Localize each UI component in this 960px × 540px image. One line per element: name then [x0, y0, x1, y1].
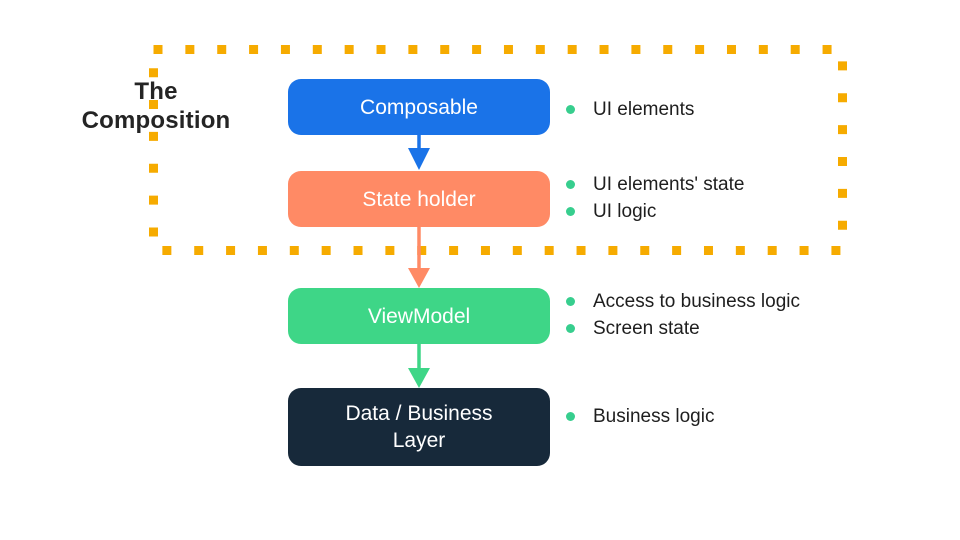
bullet-label: UI elements — [593, 98, 695, 120]
bullet-dot-icon — [566, 207, 575, 216]
box-viewmodel-label: ViewModel — [367, 304, 471, 328]
arrow-viewmodel-to-data-layer-icon — [408, 344, 430, 388]
arrow-state-holder-to-viewmodel-icon — [408, 226, 430, 288]
bullet-label: Business logic — [593, 405, 715, 427]
bullet-dot-icon — [566, 324, 575, 333]
bullets-viewmodel: Access to business logic Screen state — [566, 288, 800, 342]
bullet-item: UI elements — [566, 96, 694, 123]
bullet-item: Business logic — [566, 403, 714, 430]
box-data-business-layer: Data / Business Layer — [288, 388, 550, 466]
arrow-composable-to-state-holder-icon — [408, 133, 430, 170]
bullets-data-business-layer: Business logic — [566, 403, 714, 430]
bullet-dot-icon — [566, 180, 575, 189]
bullets-composable: UI elements — [566, 96, 694, 123]
bullet-label: UI elements' state — [593, 173, 745, 195]
box-composable-label: Composable — [360, 95, 478, 119]
bullet-item: UI logic — [566, 198, 744, 225]
bullet-item: UI elements' state — [566, 171, 744, 198]
bullet-dot-icon — [566, 297, 575, 306]
arrow-head — [408, 148, 430, 170]
box-state-holder-label: State holder — [362, 187, 476, 211]
arrow-head — [408, 268, 430, 288]
box-data-business-layer-label: Data / Business Layer — [345, 402, 493, 452]
bullet-label: Screen state — [593, 317, 700, 339]
bullets-state-holder: UI elements' state UI logic — [566, 171, 744, 225]
bullet-dot-icon — [566, 105, 575, 114]
diagram-title-line1: The — [134, 78, 178, 105]
box-viewmodel: ViewModel — [288, 288, 550, 344]
box-composable: Composable — [288, 79, 550, 135]
bullet-item: Screen state — [566, 315, 800, 342]
bullet-label: Access to business logic — [593, 290, 800, 312]
bullet-label: UI logic — [593, 200, 657, 222]
bullet-dot-icon — [566, 412, 575, 421]
diagram-title: The Composition — [56, 77, 256, 135]
arrow-head — [408, 368, 430, 388]
diagram-title-line2: Composition — [81, 107, 231, 134]
box-state-holder: State holder — [288, 171, 550, 227]
bullet-item: Access to business logic — [566, 288, 800, 315]
